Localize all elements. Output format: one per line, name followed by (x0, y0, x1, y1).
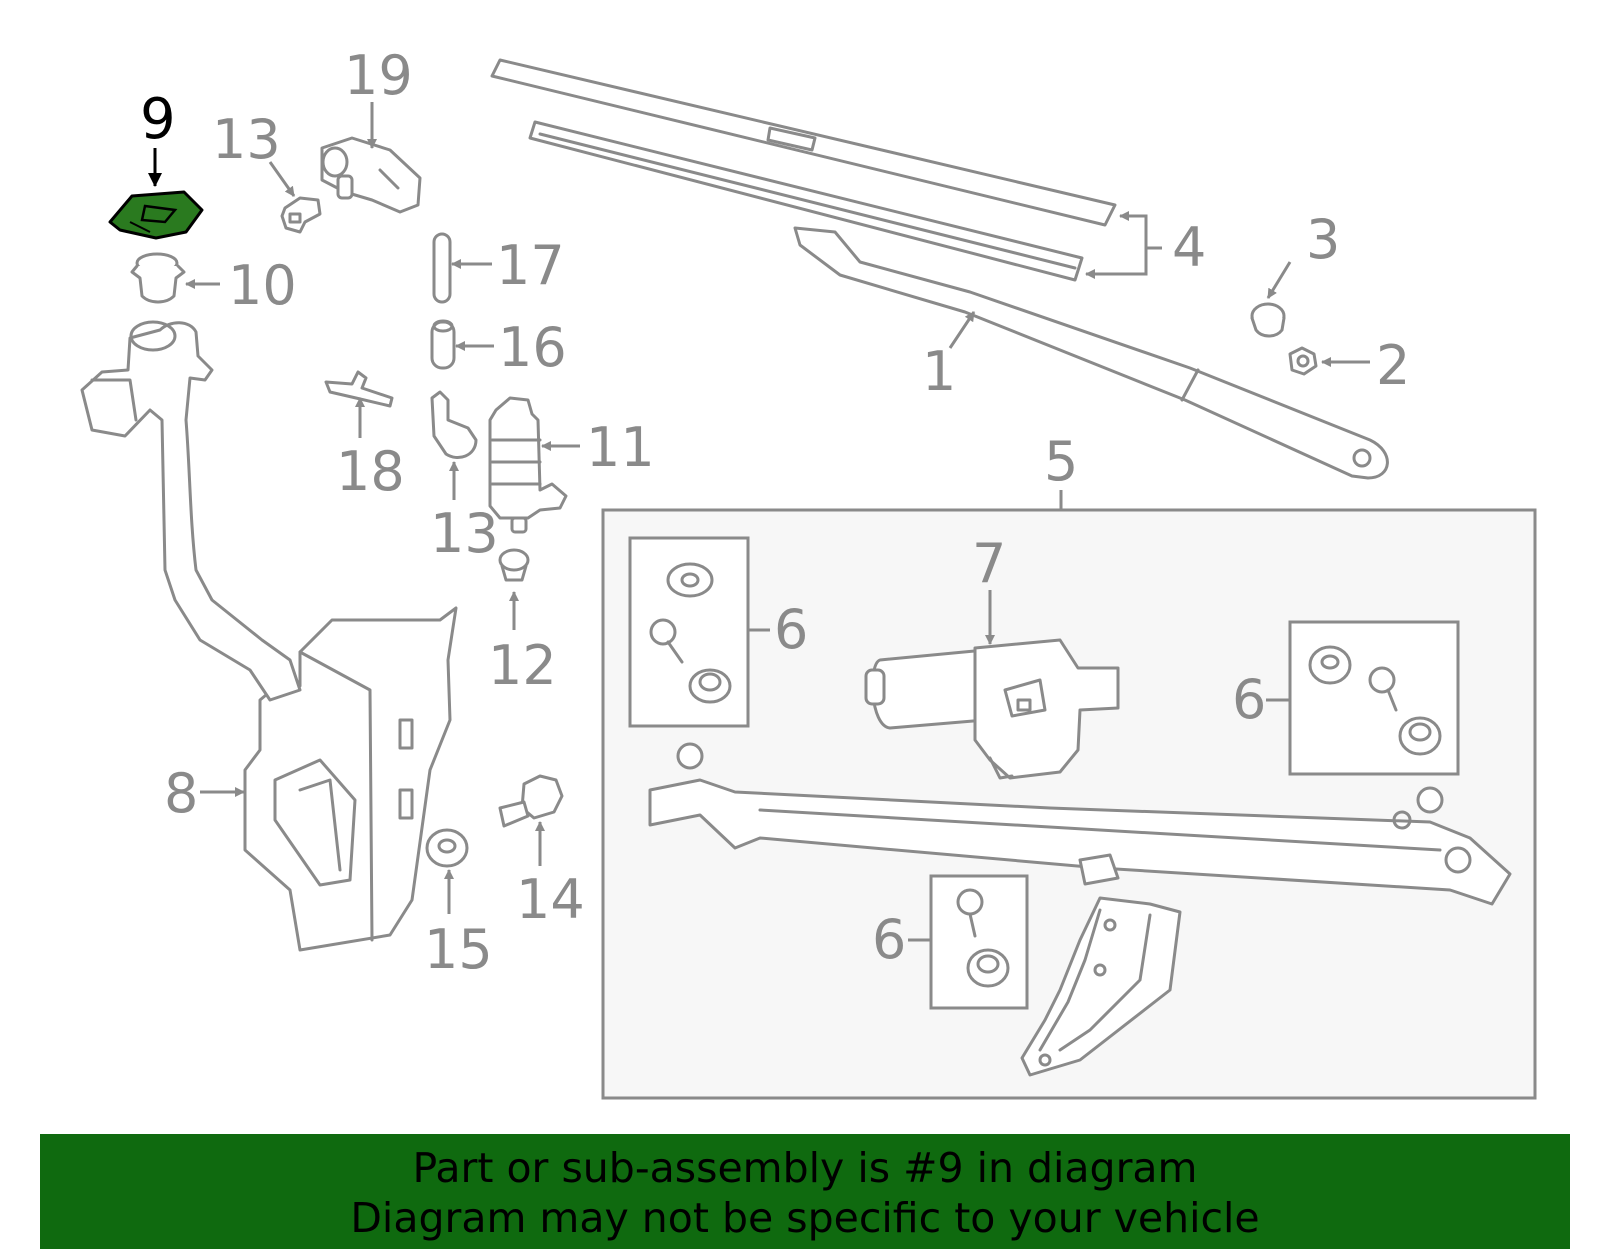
arm-cap (1250, 302, 1286, 338)
leader-lines (148, 102, 1370, 942)
callout-7: 7 (972, 532, 1006, 595)
info-banner: Part or sub-assembly is #9 in diagram Di… (40, 1134, 1570, 1249)
wiper-linkage (648, 742, 1512, 906)
callout-14: 14 (516, 868, 585, 931)
filler-cap-highlighted (108, 190, 204, 240)
callout-6-right: 6 (1232, 668, 1266, 731)
filler-cap-shape (108, 190, 204, 240)
callout-10: 10 (228, 254, 297, 317)
grommet-kit-left-parts (649, 562, 732, 704)
callout-5: 5 (1044, 430, 1078, 493)
grommet-kit-bottom-parts (956, 888, 1010, 988)
callout-1: 1 (922, 340, 956, 403)
connector-top (280, 196, 322, 234)
elbow-connector (430, 390, 478, 459)
pump-grommet (498, 548, 530, 582)
callout-17: 17 (496, 234, 565, 297)
callout-8: 8 (164, 762, 198, 825)
callout-18: 18 (336, 440, 405, 503)
wiper-blades (490, 58, 1117, 282)
hose-16 (430, 319, 456, 370)
grommet-kit-right-parts (1308, 645, 1442, 756)
callout-12: 12 (488, 634, 557, 697)
banner-line-2: Diagram may not be specific to your vehi… (350, 1194, 1260, 1242)
linkage-bracket (1020, 896, 1182, 1077)
wiper-arm (793, 226, 1389, 480)
callout-19: 19 (344, 44, 413, 107)
grommet-15 (425, 828, 469, 868)
callout-11: 11 (586, 416, 655, 479)
wiper-motor (864, 638, 1120, 780)
callout-6-bottom: 6 (872, 908, 906, 971)
sensor-14 (498, 774, 564, 828)
hose-17 (432, 232, 452, 304)
washer-reservoir (80, 320, 458, 952)
callout-3: 3 (1306, 208, 1340, 271)
callout-6-left: 6 (774, 598, 808, 661)
level-sensor (320, 136, 422, 214)
hose-connector-18 (324, 370, 394, 408)
banner-line-1: Part or sub-assembly is #9 in diagram (412, 1144, 1198, 1192)
callout-4: 4 (1172, 216, 1206, 279)
callout-9: 9 (140, 87, 176, 152)
washer-pump (488, 396, 568, 534)
callout-13-top: 13 (212, 108, 281, 171)
callout-2: 2 (1376, 334, 1410, 397)
callout-16: 16 (498, 316, 567, 379)
grommet-kit-box-bottom (929, 874, 1029, 1010)
filler-adapter (130, 252, 186, 304)
callout-13-mid: 13 (430, 502, 499, 565)
callout-15: 15 (424, 918, 493, 981)
arm-nut (1288, 346, 1318, 376)
